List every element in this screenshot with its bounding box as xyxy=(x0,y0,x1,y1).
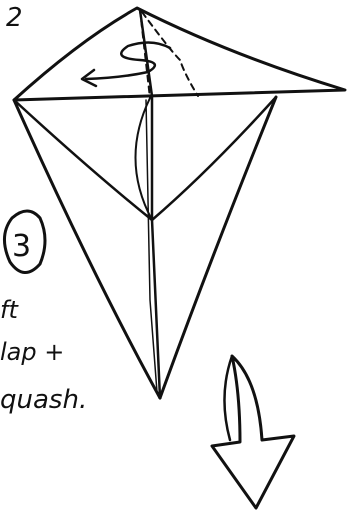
turn-over-arrow-inner-curve xyxy=(224,356,232,440)
turn-over-arrow-icon xyxy=(212,356,294,508)
instruction-line-2: lap + xyxy=(0,338,64,366)
corner-step-fragment: 2 xyxy=(6,3,23,33)
upper-diagonal-fold xyxy=(135,98,152,220)
inner-left-fold xyxy=(14,100,152,220)
squash-arrow-icon xyxy=(86,42,170,79)
center-fold-line xyxy=(140,10,160,398)
step-number: 3 xyxy=(12,229,31,264)
kite-right-edge xyxy=(160,97,276,398)
inner-right-fold xyxy=(152,97,276,220)
instruction-line-3: quash. xyxy=(0,385,87,415)
instruction-line-1: ft xyxy=(0,296,19,324)
top-flap-outline xyxy=(14,8,345,100)
